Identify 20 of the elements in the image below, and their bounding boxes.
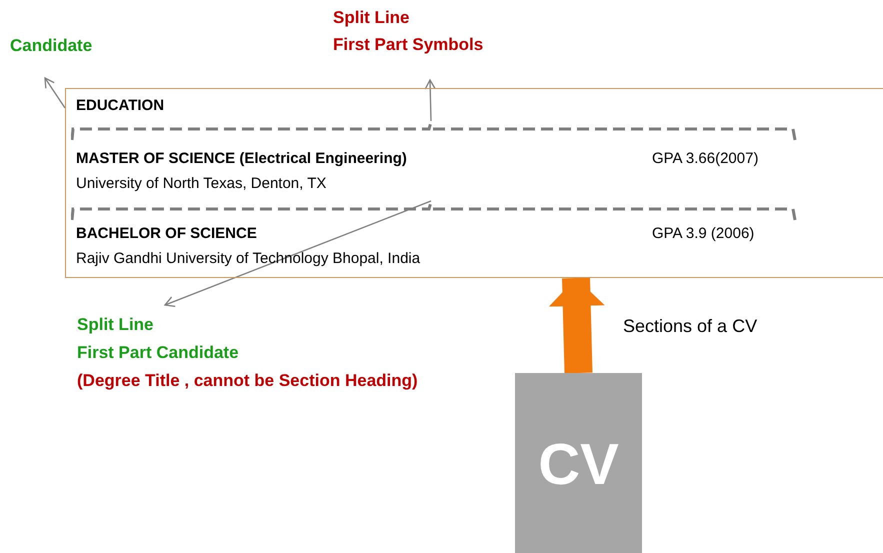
entry-text: University of North Texas, Denton, TX <box>76 175 326 192</box>
label-text: Split Line <box>333 8 410 28</box>
degree-title: BACHELOR OF SCIENCE <box>76 225 257 242</box>
section-box <box>65 88 883 278</box>
arrow <box>44 77 66 108</box>
label-text: (Degree Title , cannot be Section Heading) <box>77 371 418 391</box>
arrow <box>424 79 436 122</box>
label-text: First Part Candidate <box>77 343 239 363</box>
label-text: Split Line <box>77 315 154 335</box>
block-label: CV <box>537 431 620 498</box>
block-arrow <box>548 278 605 374</box>
entry-text: GPA 3.66(2007) <box>652 150 758 167</box>
label-text: Candidate <box>10 36 92 56</box>
entry-text: GPA 3.9 (2006) <box>652 225 754 242</box>
arrow <box>164 200 432 308</box>
section-heading: EDUCATION <box>76 97 164 114</box>
entry-text: Rajiv Gandhi University of Technology Bhopal, India <box>76 250 420 267</box>
label-text: First Part Symbols <box>333 35 484 55</box>
degree-title: MASTER OF SCIENCE (Electrical Engineering) <box>76 150 407 167</box>
document-block <box>515 373 642 553</box>
